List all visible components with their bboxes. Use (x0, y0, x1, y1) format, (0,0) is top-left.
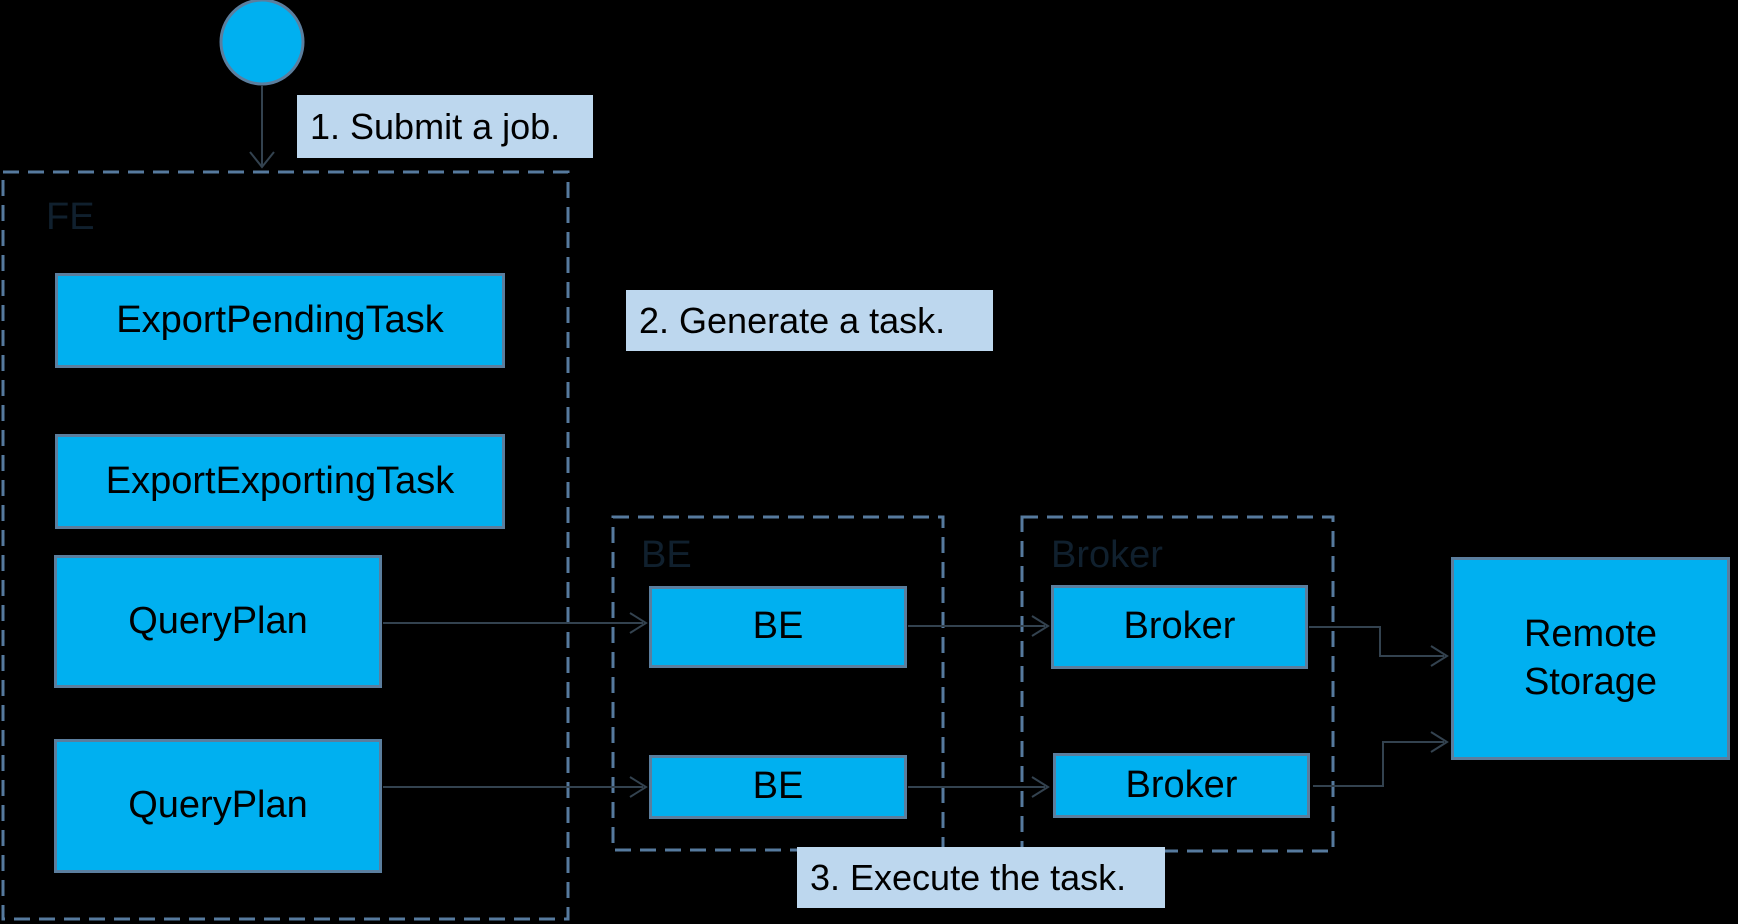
node-export-pending-task: ExportPendingTask (55, 273, 505, 368)
be-group-label: BE (641, 534, 692, 576)
node-query-plan-2-label: QueryPlan (128, 784, 308, 827)
node-export-exporting-task: ExportExportingTask (55, 434, 505, 529)
node-remote-storage-label: Remote Storage (1523, 613, 1658, 703)
node-be-1: BE (649, 586, 907, 668)
fe-group-label: FE (46, 196, 95, 238)
node-remote-storage: Remote Storage (1451, 557, 1730, 760)
node-be-2: BE (649, 755, 907, 819)
step-1-submit-job-label: 1. Submit a job. (297, 95, 593, 158)
arrow-be1-to-broker1 (908, 615, 1050, 637)
be-group-border (611, 515, 945, 852)
arrow-queryplan1-to-be1 (383, 612, 648, 634)
fe-group-border (1, 170, 570, 921)
node-be-2-label: BE (752, 765, 804, 808)
node-query-plan-2: QueryPlan (54, 739, 382, 873)
arrow-start-to-fe (249, 85, 275, 169)
arrow-broker1-to-remote-storage (1309, 626, 1449, 667)
arrow-queryplan2-to-be2 (383, 776, 648, 798)
broker-group-label: Broker (1051, 534, 1163, 576)
node-export-exporting-task-label: ExportExportingTask (105, 459, 455, 502)
node-be-1-label: BE (752, 605, 804, 648)
node-broker-2-label: Broker (1125, 763, 1238, 806)
node-query-plan-1: QueryPlan (54, 555, 382, 688)
step-3-execute-task-label: 3. Execute the task. (797, 847, 1165, 908)
node-export-pending-task-label: ExportPendingTask (116, 298, 444, 341)
node-broker-1: Broker (1051, 585, 1308, 669)
node-broker-2: Broker (1053, 753, 1310, 818)
arrow-be2-to-broker2 (908, 776, 1050, 798)
broker-group-border (1020, 515, 1335, 853)
node-broker-1-label: Broker (1123, 605, 1236, 648)
arrow-broker2-to-remote-storage (1313, 731, 1449, 787)
step-2-generate-task-label: 2. Generate a task. (626, 290, 993, 351)
start-node (219, 0, 305, 86)
node-query-plan-1-label: QueryPlan (128, 599, 308, 642)
